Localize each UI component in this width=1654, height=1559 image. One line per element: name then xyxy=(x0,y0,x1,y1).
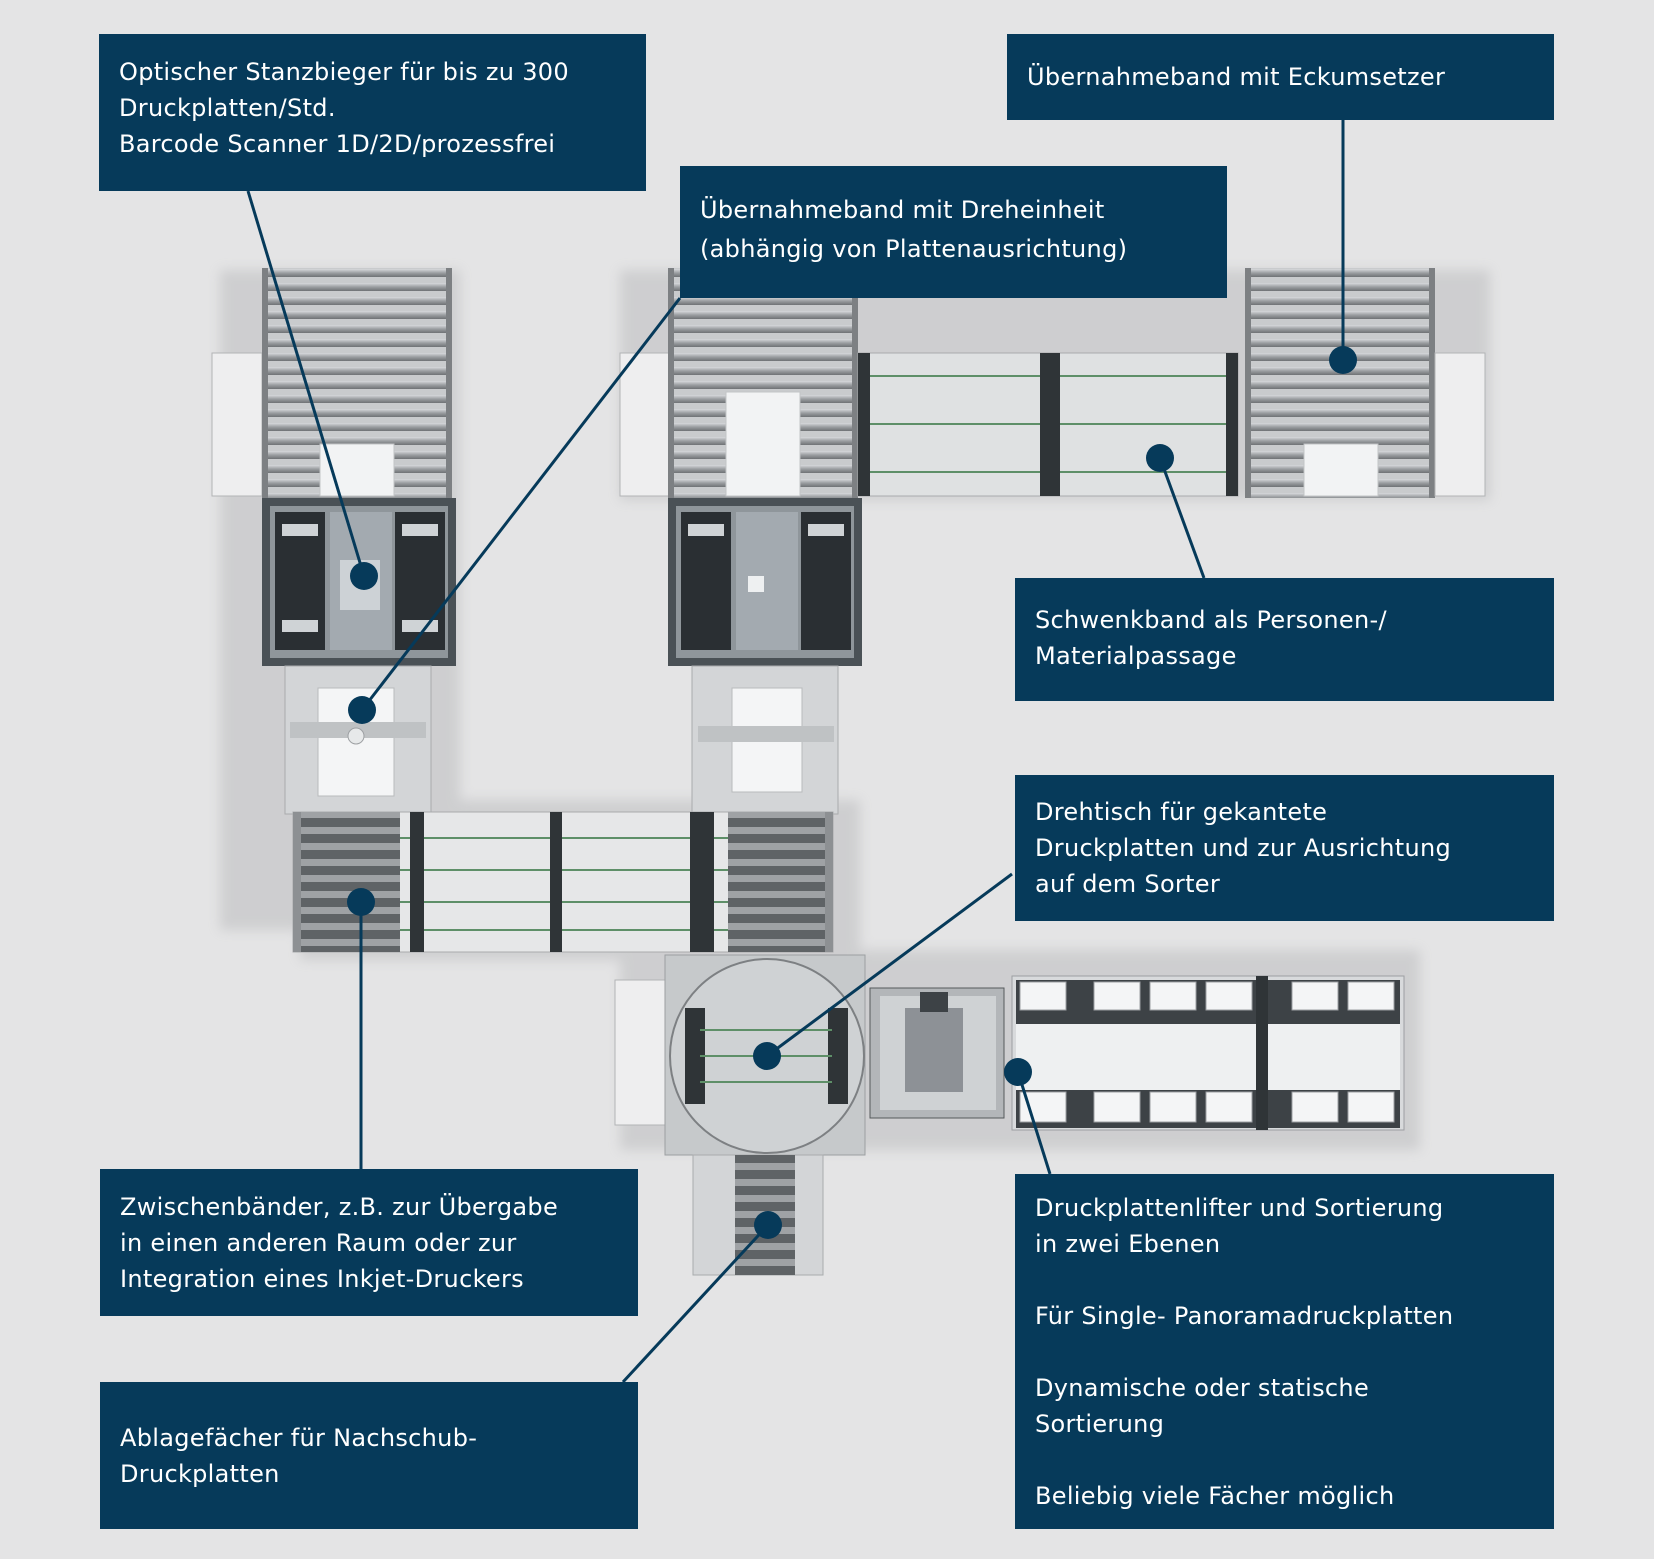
callout-line: Sortierung xyxy=(1035,1410,1165,1438)
callout-plate-lifter-sorter: Druckplattenlifter und Sortierung in zwe… xyxy=(1015,1174,1554,1529)
callout-line: Druckplatten/Std. xyxy=(119,94,336,122)
refill-shelf xyxy=(692,1154,824,1276)
callout-line: Barcode Scanner 1D/2D/prozessfrei xyxy=(119,130,556,158)
callout-spacer xyxy=(1035,1262,1534,1298)
swivel-band xyxy=(857,352,1239,497)
callout-line: Übernahmeband mit Dreheinheit xyxy=(700,196,1105,224)
left-turn-unit xyxy=(284,665,432,815)
callout-spacer xyxy=(1035,1442,1534,1478)
callout-line: Übernahmeband mit Eckumsetzer xyxy=(1027,63,1446,91)
callout-turntable: Drehtisch für gekantete Druckplatten und… xyxy=(1015,775,1554,921)
callout-markers xyxy=(347,346,1357,1239)
callout-intermediate-belts: Zwischenbänder, z.B. zur Übergabe in ein… xyxy=(100,1169,638,1316)
callout-line: in zwei Ebenen xyxy=(1035,1230,1221,1258)
middle-infeed-conveyor xyxy=(619,268,858,498)
left-infeed-conveyor xyxy=(211,268,452,498)
callout-line: Optischer Stanzbieger für bis zu 300 xyxy=(119,58,569,86)
callout-line: Schwenkband als Personen-/ xyxy=(1035,606,1387,634)
leader-lines xyxy=(246,120,1345,1384)
turntable xyxy=(614,954,866,1156)
callout-swivel-band: Schwenkband als Personen-/ Materialpassa… xyxy=(1015,578,1554,701)
callout-line: Integration eines Inkjet-Druckers xyxy=(120,1265,524,1293)
callout-refill-shelves: Ablagefächer für Nachschub- Druckplatten xyxy=(100,1382,638,1529)
callout-line: in einen anderen Raum oder zur xyxy=(120,1229,517,1257)
callout-line: Druckplattenlifter und Sortierung xyxy=(1035,1194,1444,1222)
callout-line: Druckplatten xyxy=(120,1460,280,1488)
callout-transfer-turn-unit: Übernahmeband mit Dreheinheit (abhängig … xyxy=(680,166,1227,298)
plate-lifter xyxy=(869,987,1005,1119)
callout-line: Druckplatten und zur Ausrichtung xyxy=(1035,834,1452,862)
callout-line: Ablagefächer für Nachschub- xyxy=(120,1424,478,1452)
callout-line: Dynamische oder statische xyxy=(1035,1374,1370,1402)
callout-line: Beliebig viele Fächer möglich xyxy=(1035,1482,1395,1510)
callout-line: Drehtisch für gekantete xyxy=(1035,798,1328,826)
callout-line: auf dem Sorter xyxy=(1035,870,1221,898)
middle-turn-unit xyxy=(691,665,839,815)
callout-line: (abhängig von Plattenausrichtung) xyxy=(700,235,1128,263)
callout-corner-transfer: Übernahmeband mit Eckumsetzer xyxy=(1007,34,1554,120)
sorter-two-levels xyxy=(1011,975,1405,1131)
callout-line: Für Single- Panoramadruckplatten xyxy=(1035,1302,1454,1330)
middle-punch-bender-station xyxy=(668,498,862,666)
corner-transfer-conveyor xyxy=(1245,268,1486,498)
intermediate-belts xyxy=(292,811,834,953)
callout-line: Zwischenbänder, z.B. zur Übergabe xyxy=(120,1193,559,1221)
callout-line: Materialpassage xyxy=(1035,642,1237,670)
callout-punch-bender: Optischer Stanzbieger für bis zu 300 Dru… xyxy=(99,34,646,191)
callout-spacer xyxy=(1035,1334,1534,1370)
